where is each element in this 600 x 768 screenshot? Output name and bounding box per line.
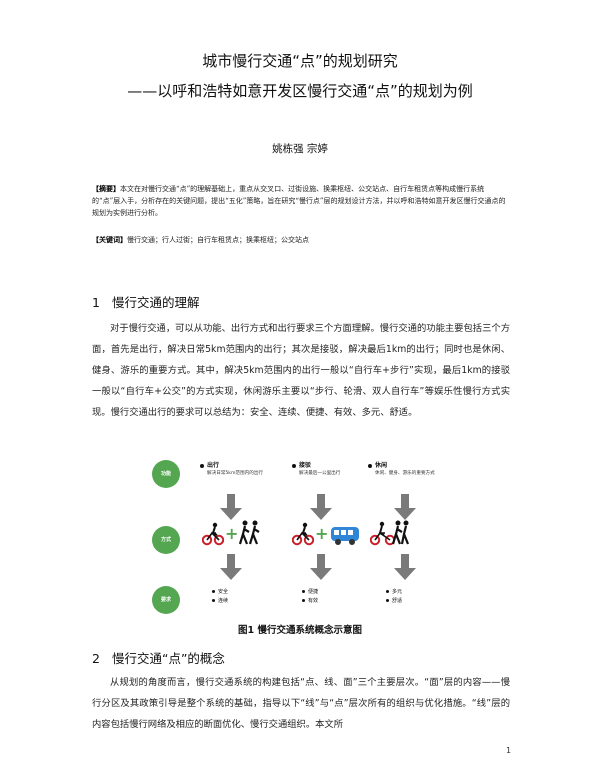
figure-caption: 图1 慢行交通系统概念示意图	[238, 625, 362, 636]
keywords-text: 慢行交通；行人过街；自行车租赁点；换乘枢纽；公交站点	[127, 236, 309, 244]
abstract-label: 【摘要】	[92, 185, 120, 193]
section-2-body: 从规划的角度而言，慢行交通系统的构建包括“点、线、面”三个主要层次。“面”层的内…	[92, 672, 510, 735]
keywords: 【关键词】慢行交通；行人过街；自行车租赁点；换乘枢纽；公交站点	[92, 234, 510, 246]
outcomes-travel: 安全 连续	[212, 588, 228, 606]
keywords-label: 【关键词】	[92, 236, 127, 244]
section-2-number: 2	[92, 651, 100, 666]
row-label-function: 功能	[152, 460, 180, 488]
bicycle-icon	[202, 522, 224, 546]
outcomes-connect: 便捷 有效	[302, 588, 318, 606]
pedestrians-icon	[238, 520, 260, 545]
row-label-requirement: 要求	[152, 586, 180, 614]
col-sub-leisure: 休闲、健身、游乐的重要方式	[375, 471, 435, 476]
bus-icon	[331, 527, 359, 545]
col-label-travel: 出行	[200, 460, 219, 469]
down-arrow-icon	[394, 494, 416, 520]
section-1-heading: 1 慢行交通的理解	[92, 292, 200, 311]
col-sub-travel: 解决日常5km范围内的出行	[207, 471, 263, 476]
col-label-leisure: 休闲	[368, 460, 387, 469]
paper-title: 城市慢行交通“点”的规划研究	[202, 52, 398, 70]
col-sub-connect: 解决最后一公里出行	[299, 471, 341, 476]
section-1-body: 对于慢行交通，可以从功能、出行方式和出行要求三个方面理解。慢行交通的功能主要包括…	[92, 318, 510, 423]
down-arrow-icon	[220, 494, 242, 520]
down-arrow-icon	[220, 554, 242, 580]
section-2-title: 慢行交通“点”的概念	[111, 651, 225, 666]
section-1-paragraph: 对于慢行交通，可以从功能、出行方式和出行要求三个方面理解。慢行交通的功能主要包括…	[92, 323, 510, 418]
tandem-bicycle-icon	[370, 520, 410, 546]
down-arrow-icon	[310, 494, 332, 520]
paper-subtitle: ——以呼和浩特如意开发区慢行交通“点”的规划为例	[127, 82, 473, 100]
abstract-text: 本文在对慢行交通“点”的理解基础上，重点从交叉口、过街设施、换乘枢纽、公交站点、…	[92, 185, 506, 217]
authors: 姚栋强 宗婷	[272, 143, 328, 155]
page-number: 1	[506, 746, 512, 755]
section-1-number: 1	[92, 295, 100, 310]
row-label-mode: 方式	[152, 526, 180, 554]
section-2-heading: 2 慢行交通“点”的概念	[92, 648, 225, 667]
col-label-connect: 接驳	[292, 460, 311, 469]
section-2-paragraph: 从规划的角度而言，慢行交通系统的构建包括“点、线、面”三个主要层次。“面”层的内…	[92, 677, 510, 730]
plus-icon: +	[315, 524, 329, 543]
concept-figure: 功能 方式 要求 出行 解决日常5km范围内的出行 接驳 解决最后一公里出行 休…	[152, 460, 460, 620]
down-arrow-icon	[310, 554, 332, 580]
outcomes-leisure: 多元 舒适	[386, 588, 402, 606]
section-1-title: 慢行交通的理解	[111, 295, 200, 310]
bicycle-icon	[292, 522, 314, 546]
plus-icon: +	[225, 524, 239, 543]
down-arrow-icon	[394, 554, 416, 580]
abstract: 【摘要】本文在对慢行交通“点”的理解基础上，重点从交叉口、过街设施、换乘枢纽、公…	[92, 183, 510, 219]
